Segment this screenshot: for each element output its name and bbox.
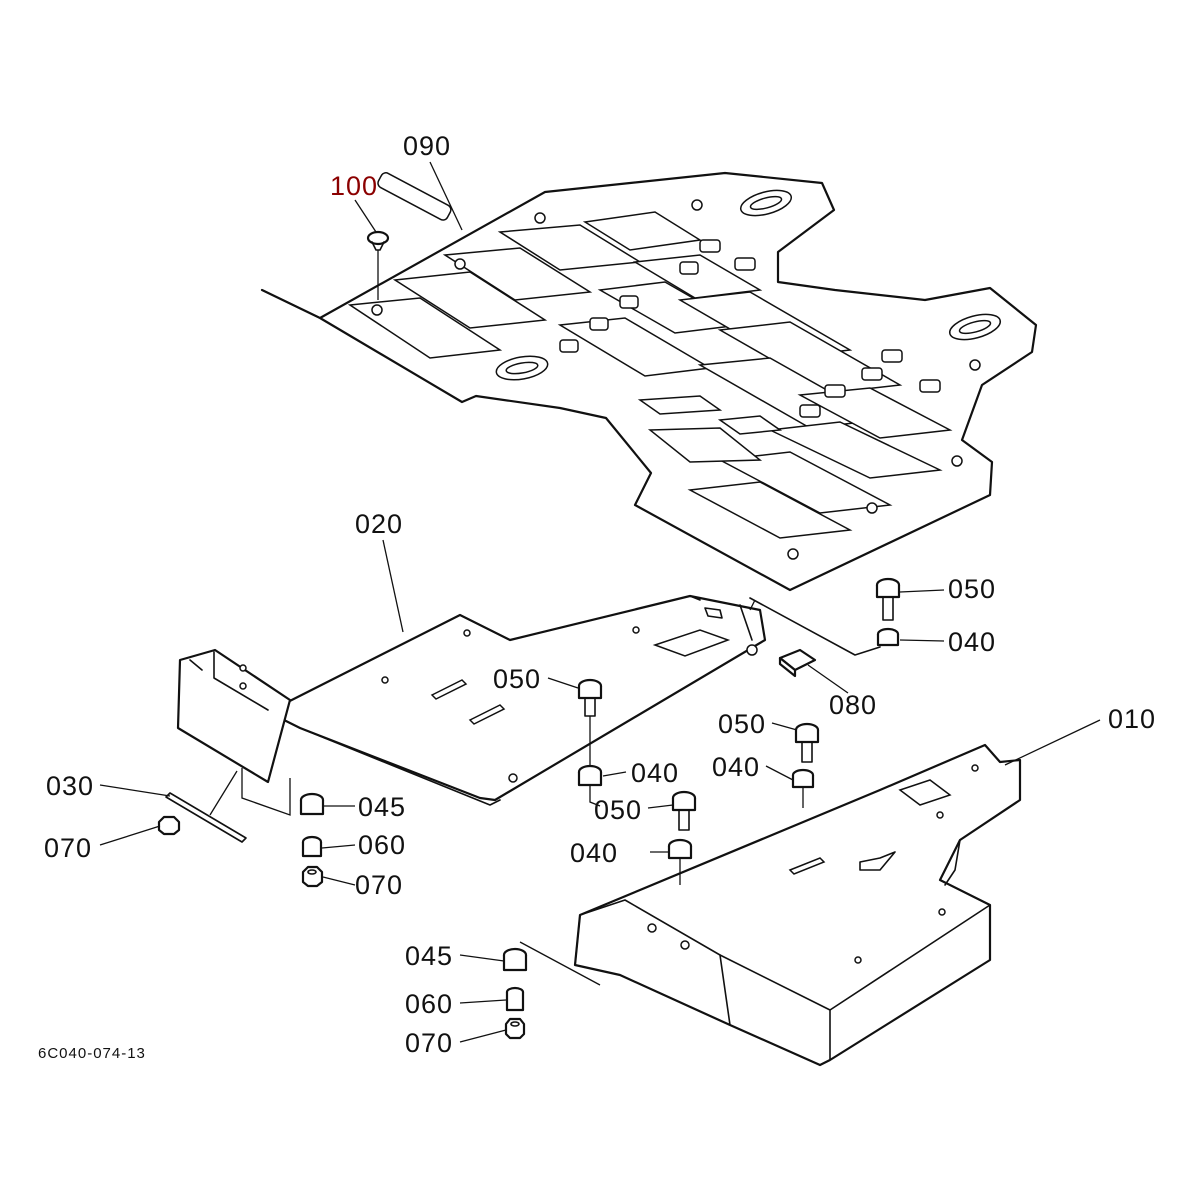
floor-mat[interactable] <box>260 171 1038 592</box>
collar-060-mid[interactable] <box>301 835 323 858</box>
callout-060-bottom[interactable]: 060 <box>405 989 453 1019</box>
callout-020[interactable]: 020 <box>355 509 403 539</box>
callout-040-c2[interactable]: 040 <box>712 752 760 782</box>
callout-070-mid[interactable]: 070 <box>355 870 403 900</box>
base-010[interactable] <box>573 743 1022 1067</box>
bushing-045-mid[interactable] <box>299 792 325 816</box>
nut-070-mid[interactable] <box>301 865 324 888</box>
callout-045-mid[interactable]: 045 <box>358 792 406 822</box>
plug-100[interactable] <box>366 230 390 300</box>
bolt-050-right[interactable] <box>875 577 901 621</box>
callout-040-mid[interactable]: 040 <box>631 758 679 788</box>
callout-045-bottom[interactable]: 045 <box>405 941 453 971</box>
callout-080[interactable]: 080 <box>829 690 877 720</box>
callout-050-c3[interactable]: 050 <box>594 795 642 825</box>
callout-050-c2[interactable]: 050 <box>718 709 766 739</box>
callout-050-right[interactable]: 050 <box>948 574 996 604</box>
callout-060-mid[interactable]: 060 <box>358 830 406 860</box>
bolt-050-c3[interactable] <box>671 790 697 831</box>
callout-030[interactable]: 030 <box>46 771 94 801</box>
bolt-050-c2[interactable] <box>794 722 820 763</box>
bushing-045-bottom[interactable] <box>502 947 528 972</box>
callout-070-bottom[interactable]: 070 <box>405 1028 453 1058</box>
callout-010[interactable]: 010 <box>1108 704 1156 734</box>
callout-090[interactable]: 090 <box>403 131 451 161</box>
nut-070-bottom[interactable] <box>504 1017 526 1040</box>
collar-060-bottom[interactable] <box>505 986 525 1012</box>
spacer-040-c2[interactable] <box>791 768 815 808</box>
callout-040-right[interactable]: 040 <box>948 627 996 657</box>
callout-050-mid[interactable]: 050 <box>493 664 541 694</box>
bracket-020[interactable] <box>176 594 881 806</box>
spacer-040-mid[interactable] <box>577 764 603 807</box>
callout-070-left[interactable]: 070 <box>44 833 92 863</box>
callout-100[interactable]: 100 <box>330 171 378 201</box>
spacer-040-right[interactable] <box>876 627 900 647</box>
drawing-reference-number: 6C040-074-13 <box>38 1045 146 1062</box>
callout-040-c3[interactable]: 040 <box>570 838 618 868</box>
pad-080[interactable] <box>778 648 817 678</box>
nut-070-left[interactable] <box>157 815 181 836</box>
bolt-050-mid[interactable] <box>577 678 603 770</box>
pin-030[interactable] <box>165 770 247 843</box>
